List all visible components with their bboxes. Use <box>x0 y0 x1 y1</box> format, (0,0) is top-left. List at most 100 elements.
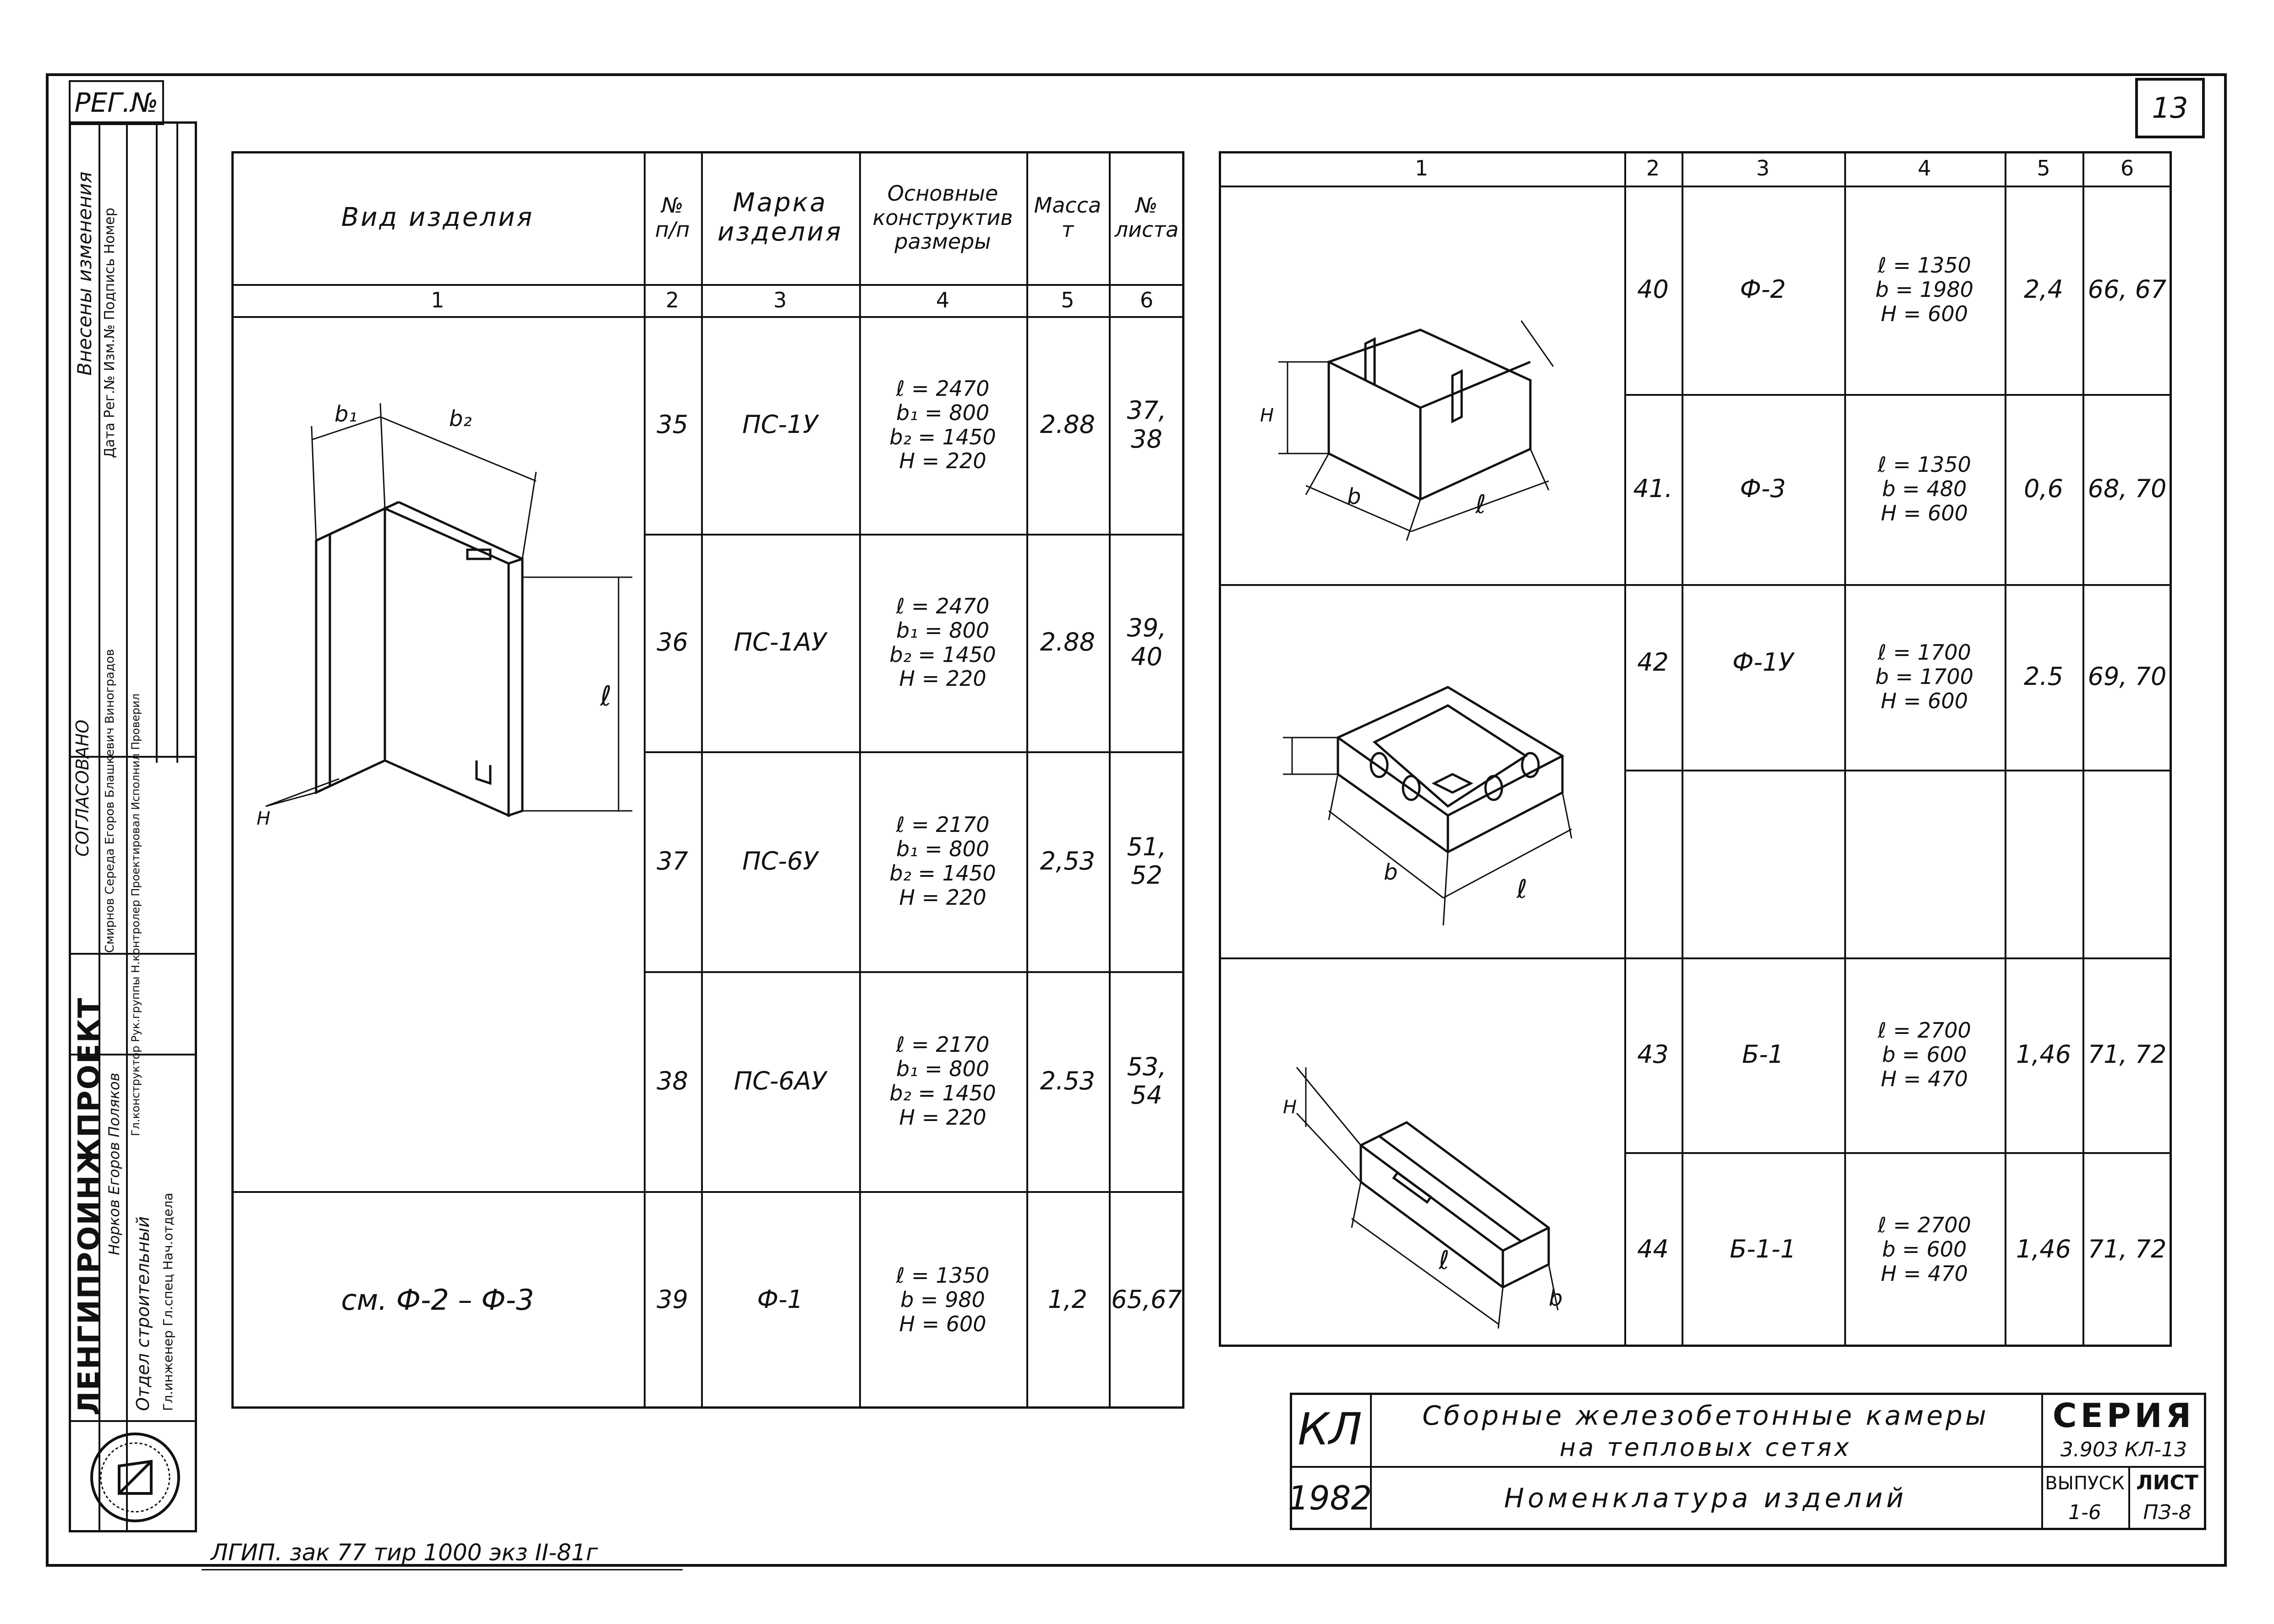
col-header-dims: Основные конструктив размеры <box>872 180 1013 254</box>
table-row-sheets: 53, 54 <box>1127 1052 1167 1110</box>
table-row-mark: Б-1 <box>1742 1040 1784 1069</box>
col-number: 6 <box>1140 287 1154 312</box>
beam-drawing: H ℓ b <box>1283 1067 1562 1329</box>
table-row-num: 38 <box>657 1066 688 1095</box>
issue-value: 1-6 <box>2068 1501 2101 1525</box>
table-row-mass: 2,53 <box>1040 846 1096 875</box>
col-header-num: № п/п <box>655 193 690 242</box>
col-header-mass: Масса т <box>1034 193 1101 242</box>
label-b: b <box>1384 859 1397 885</box>
table-row-num: 37 <box>657 846 688 875</box>
col-number: 5 <box>2037 156 2050 181</box>
table-row-mark: Ф-1 <box>757 1285 803 1314</box>
label-l: ℓ <box>600 680 612 712</box>
title-line-2: на тепловых сетях <box>1559 1433 1852 1462</box>
table-row-num: 43 <box>1637 1040 1669 1069</box>
table-row-dims: ℓ = 2470 b₁ = 800 b₂ = 1450 H = 220 <box>889 593 996 691</box>
table-row-num: 40 <box>1637 275 1669 304</box>
stamp-positions: Гл.инженер Гл.спец Нач.отдела <box>160 1192 175 1411</box>
col-number: 2 <box>665 287 679 312</box>
side-stamp <box>69 121 197 1532</box>
label-l: ℓ <box>1438 1246 1449 1275</box>
stamp-changes-title: Внесены изменения <box>73 171 96 376</box>
title-block <box>1290 1393 2206 1530</box>
organization-seal-icon <box>90 1433 180 1522</box>
label-h: H <box>1283 1097 1297 1118</box>
series-label: СЕРИЯ <box>2052 1396 2195 1435</box>
table-row-mass: 2,4 <box>2024 275 2063 304</box>
table-row-mark: Ф-2 <box>1740 275 1786 304</box>
stamp-department: Отдел строительный <box>133 1216 153 1411</box>
table-row-dims: ℓ = 1350 b = 480 H = 600 <box>1878 452 1971 525</box>
table-row-mass: 2.88 <box>1040 410 1096 439</box>
title-line-1: Сборные железобетонные камеры <box>1422 1400 1989 1431</box>
sheet-label: ЛИСТ <box>2136 1471 2198 1495</box>
title-subtitle: Номенклатура изделий <box>1504 1482 1907 1514</box>
label-h: H <box>1260 405 1274 426</box>
label-b1: b₁ <box>334 401 357 427</box>
row39-reference-note: см. Ф-2 – Ф-3 <box>341 1283 534 1317</box>
table-row-mark: ПС-6У <box>742 846 818 875</box>
label-l: ℓ <box>1475 490 1486 519</box>
col-number: 4 <box>1918 156 1931 181</box>
foundation-block-drawing: H b ℓ <box>1260 320 1554 541</box>
table-row-num: 44 <box>1637 1235 1669 1264</box>
table-row-mass: 1,46 <box>2016 1235 2071 1264</box>
col-number: 2 <box>1646 156 1660 181</box>
foundation-block-f1u-drawing: b ℓ <box>1283 686 1573 926</box>
label-h: H <box>257 808 270 829</box>
table-row-mark: ПС-1У <box>742 410 818 439</box>
right-table <box>1219 151 2172 1347</box>
page-number: 13 <box>2135 78 2205 138</box>
table-row-mass: 2.88 <box>1040 628 1096 657</box>
title-year: 1982 <box>1288 1478 1372 1517</box>
left-table <box>231 151 1184 1409</box>
table-row-mass: 1,2 <box>1048 1285 1087 1314</box>
series-value: 3.903 КЛ-13 <box>2060 1438 2187 1461</box>
table-row-num: 42 <box>1637 648 1669 677</box>
table-row-mass: 0,6 <box>2024 474 2063 503</box>
table-row-sheets: 68, 70 <box>2088 474 2167 503</box>
sheet-value: ПЗ-8 <box>2143 1501 2192 1525</box>
table-row-num: 41. <box>1633 474 1673 503</box>
col-header-sheets: № листа <box>1114 193 1179 242</box>
sheet-border <box>46 73 2227 1567</box>
table-row-dims: ℓ = 2170 b₁ = 800 b₂ = 1450 H = 220 <box>889 812 996 910</box>
table-row-dims: ℓ = 2700 b = 600 H = 470 <box>1878 1213 1971 1286</box>
stamp-names: Смирнов Середа Егоров Блашкевич Виноград… <box>103 649 117 953</box>
title-code: КЛ <box>1298 1403 1362 1455</box>
col-header-view: Вид изделия <box>341 202 534 232</box>
label-b: b <box>1549 1285 1562 1311</box>
footer-print-note: ЛГИП. зак 77 тир 1000 экз II-81г <box>211 1539 598 1566</box>
stamp-change-columns: Дата Рег.№ Изм.№ Подпись Номер <box>102 208 118 458</box>
table-row-dims: ℓ = 2470 b₁ = 800 b₂ = 1450 H = 220 <box>889 376 996 474</box>
table-row-mass: 1,46 <box>2016 1040 2071 1069</box>
table-row-dims: ℓ = 1700 b = 1700 H = 600 <box>1875 640 1974 713</box>
table-row-sheets: 71, 72 <box>2088 1040 2167 1069</box>
table-row-sheets: 51, 52 <box>1127 832 1167 890</box>
stamp-agreed: СОГЛАСОВАНО <box>72 719 93 857</box>
col-number: 3 <box>773 287 787 312</box>
col-number: 5 <box>1061 287 1074 312</box>
table-row-mark: ПС-6АУ <box>734 1066 827 1095</box>
col-number: 4 <box>936 287 950 312</box>
table-row-mark: Ф-3 <box>1740 474 1786 503</box>
label-b: b <box>1347 484 1361 509</box>
table-row-sheets: 65,67 <box>1111 1285 1182 1314</box>
col-header-mark: Марка изделия <box>717 187 843 247</box>
table-row-mass: 2.53 <box>1040 1066 1096 1095</box>
table-row-sheets: 37, 38 <box>1127 396 1167 454</box>
table-row-mark: ПС-1АУ <box>734 628 827 657</box>
table-row-sheets: 71, 72 <box>2088 1235 2167 1264</box>
table-row-num: 36 <box>657 628 688 657</box>
stamp-staff: Норков Егоров Поляков <box>105 1072 123 1255</box>
stamp-roles: Гл.конструктор Рук.группы Н.контролер Пр… <box>129 693 142 1136</box>
table-row-sheets: 39, 40 <box>1127 613 1167 671</box>
table-row-sheets: 66, 67 <box>2088 275 2167 304</box>
table-row-mark: Ф-1У <box>1732 648 1794 677</box>
label-l: ℓ <box>1516 875 1527 904</box>
wall-panel-drawing: b₁ b₂ ℓ H <box>257 401 632 829</box>
table-row-dims: ℓ = 1350 b = 1980 H = 600 <box>1875 253 1974 326</box>
stamp-organization: ЛЕНГИПРОИНЖПРОЕКТ <box>72 997 106 1416</box>
table-row-mass: 2.5 <box>2024 662 2063 691</box>
